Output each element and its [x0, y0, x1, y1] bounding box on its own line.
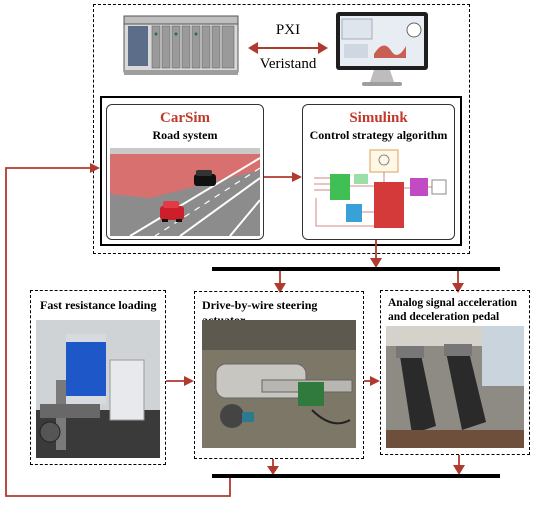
arrow-simulink-to-bus [370, 240, 382, 268]
pedal-title: Analog signal acceleration and decelerat… [388, 297, 518, 323]
simulink-model-image [306, 148, 452, 236]
arrow-carsim-to-simulink [264, 172, 302, 182]
signal-bus-bottom [212, 474, 500, 478]
carsim-subtitle: Road system [152, 128, 218, 142]
carsim-title: CarSim [160, 110, 210, 126]
double-arrow-icon [248, 42, 328, 54]
top-system-frame [93, 4, 470, 254]
arrow-steering-to-bottom-bus [267, 459, 279, 475]
arrow-steering-to-pedal [364, 376, 380, 386]
fast-resistance-frame [30, 290, 166, 465]
simulink-title: Simulink [349, 110, 408, 126]
arrow-pedal-to-bottom-bus [453, 455, 465, 475]
resistance-loader-photo [36, 320, 160, 458]
pedal-frame [380, 290, 530, 455]
veristand-label: Veristand [259, 56, 317, 72]
signal-bus-top [212, 267, 500, 271]
fast-resistance-title: Fast resistance loading [40, 298, 157, 312]
pxi-label: PXI [275, 22, 301, 38]
simulink-subtitle: Control strategy algorithm [309, 128, 448, 142]
steering-actuator-frame [194, 291, 364, 459]
steering-actuator-photo [202, 320, 356, 448]
arrow-resistance-to-steering [166, 376, 194, 386]
road-scene-image [110, 148, 260, 236]
arrow-bus-to-pedal [452, 271, 464, 293]
arrow-bus-to-steering [274, 271, 286, 293]
monitor-icon [336, 12, 428, 86]
pxi-chassis-icon [123, 15, 239, 75]
pedal-photo [386, 326, 524, 448]
simulation-frame [100, 96, 462, 246]
